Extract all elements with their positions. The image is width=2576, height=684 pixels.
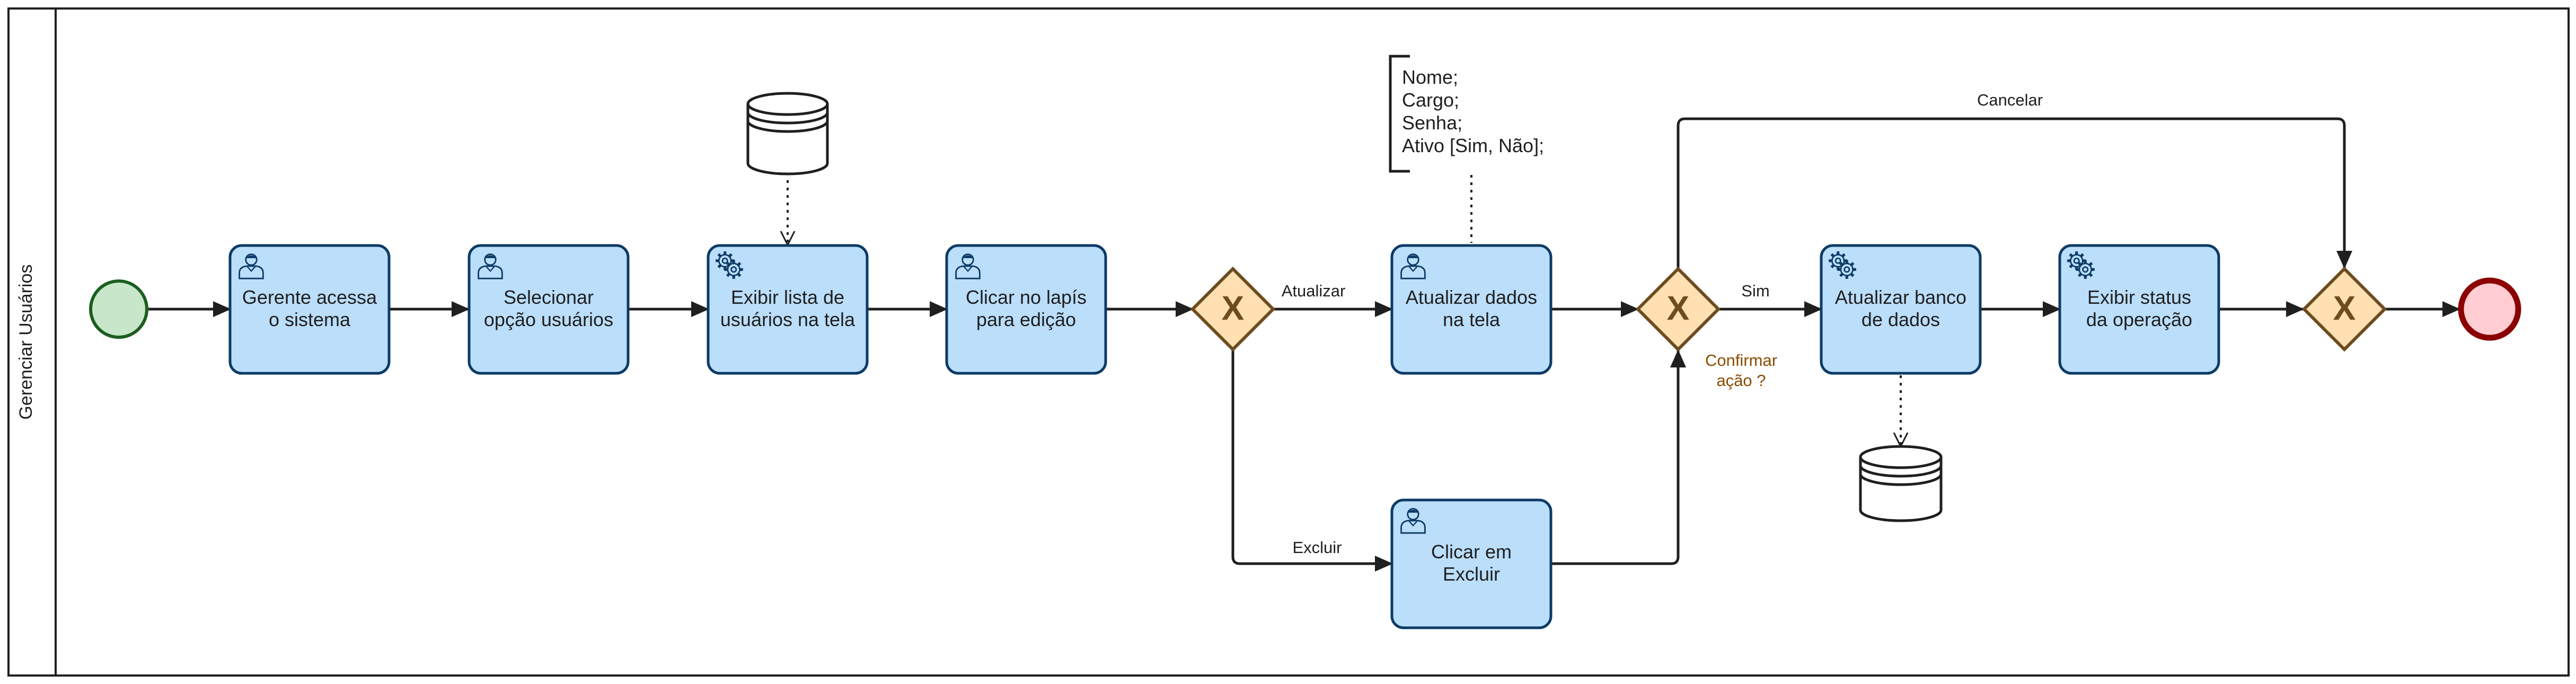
lane-title: Gerenciar Usuários bbox=[16, 265, 36, 420]
text-annotation[interactable]: Nome; Cargo; Senha; Ativo [Sim, Não]; bbox=[1389, 55, 1544, 173]
edge-label-cancelar: Cancelar bbox=[1977, 91, 2043, 109]
flow-t6-to-g2 bbox=[1551, 349, 1686, 565]
gateway-atualizar-excluir[interactable]: X bbox=[1190, 266, 1276, 352]
data-associations bbox=[788, 175, 1901, 446]
edge-label-sim: Sim bbox=[1741, 282, 1769, 300]
task-clicar-excluir[interactable]: Clicar em Excluir bbox=[1390, 498, 1552, 629]
exclusive-gateway-x-icon: X bbox=[1222, 289, 1245, 327]
task-label-line1: Clicar em bbox=[1431, 541, 1512, 563]
annotation-line: Nome; bbox=[1402, 66, 1458, 88]
task-label-line1: Atualizar dados bbox=[1406, 286, 1537, 308]
gateway-label-line1: Confirmar bbox=[1705, 351, 1777, 370]
task-label-line2: para edição bbox=[976, 309, 1076, 330]
task-label-line1: Exibir status bbox=[2087, 286, 2191, 308]
start-event[interactable] bbox=[89, 279, 148, 339]
exclusive-gateway-x-icon: X bbox=[1667, 289, 1690, 327]
task-exibir-status[interactable]: Exibir status da operação bbox=[2058, 244, 2220, 375]
annotation-line: Senha; bbox=[1402, 112, 1462, 134]
flow-g1-to-t6 bbox=[1231, 349, 1393, 572]
task-atualizar-dados[interactable]: Atualizar dados na tela bbox=[1390, 244, 1552, 375]
task-label-line2: na tela bbox=[1443, 309, 1501, 330]
task-label-line1: Atualizar banco bbox=[1835, 286, 1966, 308]
task-label-line1: Gerente acessa bbox=[242, 286, 377, 308]
task-label-line2: Excluir bbox=[1443, 563, 1500, 585]
task-label-line2: o sistema bbox=[269, 309, 351, 330]
sequence-flows bbox=[148, 117, 2460, 572]
end-event[interactable] bbox=[2458, 277, 2521, 341]
task-selecionar-opcao[interactable]: Selecionar opção usuários bbox=[467, 244, 630, 375]
gateway-label-line2: ação ? bbox=[1716, 371, 1766, 390]
task-label-line2: usuários na tela bbox=[720, 309, 855, 330]
task-label-line1: Selecionar bbox=[504, 286, 594, 308]
task-label-line2: de dados bbox=[1862, 309, 1940, 330]
task-gerente-acessa[interactable]: Gerente acessa o sistema bbox=[228, 244, 391, 375]
gateway-confirmar-acao[interactable]: X bbox=[1635, 266, 1721, 352]
flow-g2-cancel-to-g3 bbox=[1677, 117, 2352, 269]
gateway-merge[interactable]: X bbox=[2301, 266, 2387, 352]
task-exibir-lista[interactable]: Exibir lista de usuários na tela bbox=[707, 244, 869, 375]
task-label-line1: Exibir lista de bbox=[731, 286, 844, 308]
annotation-line: Cargo; bbox=[1402, 89, 1459, 111]
task-atualizar-banco[interactable]: Atualizar banco de dados bbox=[1820, 244, 1982, 375]
exclusive-gateway-x-icon: X bbox=[2333, 289, 2356, 327]
database-icon[interactable] bbox=[1859, 445, 1943, 522]
annotation-line: Ativo [Sim, Não]; bbox=[1402, 135, 1544, 156]
task-label-line1: Clicar no lapís bbox=[966, 286, 1087, 308]
task-clicar-lapis[interactable]: Clicar no lapís para edição bbox=[945, 244, 1107, 375]
edge-label-excluir: Excluir bbox=[1292, 538, 1342, 557]
task-label-line2: da operação bbox=[2086, 309, 2192, 330]
database-icon[interactable] bbox=[746, 92, 829, 176]
edge-label-atualizar: Atualizar bbox=[1282, 282, 1346, 300]
task-label-line2: opção usuários bbox=[484, 309, 613, 330]
